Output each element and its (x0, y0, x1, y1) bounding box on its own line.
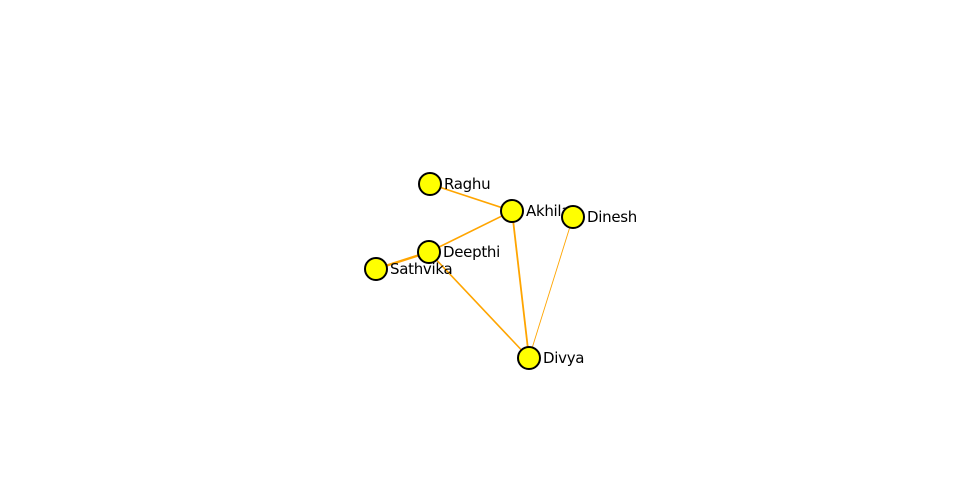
node-circle-sathvika[interactable] (364, 257, 388, 281)
node-circle-deepthi[interactable] (417, 240, 441, 264)
node-label-akhila: Akhila (526, 202, 570, 220)
node-dinesh[interactable]: Dinesh (561, 205, 637, 229)
node-deepthi[interactable]: Deepthi (417, 240, 500, 264)
node-label-sathvika: Sathvika (390, 260, 452, 278)
edge-akhila-divya (511, 210, 530, 359)
node-label-dinesh: Dinesh (587, 208, 637, 226)
node-circle-akhila[interactable] (500, 199, 524, 223)
edge-deepthi-divya (428, 251, 530, 359)
node-label-divya: Divya (543, 349, 584, 367)
edge-dinesh-divya (528, 216, 574, 359)
node-circle-raghu[interactable] (418, 172, 442, 196)
node-divya[interactable]: Divya (517, 346, 584, 370)
node-circle-dinesh[interactable] (561, 205, 585, 229)
node-label-deepthi: Deepthi (443, 243, 500, 261)
node-sathvika[interactable]: Sathvika (364, 257, 453, 281)
node-label-raghu: Raghu (444, 175, 490, 193)
edge-raghu-akhila (429, 183, 513, 212)
edge-akhila-deepthi (428, 210, 513, 253)
node-raghu[interactable]: Raghu (418, 172, 491, 196)
node-circle-divya[interactable] (517, 346, 541, 370)
node-akhila[interactable]: Akhila (500, 199, 570, 223)
